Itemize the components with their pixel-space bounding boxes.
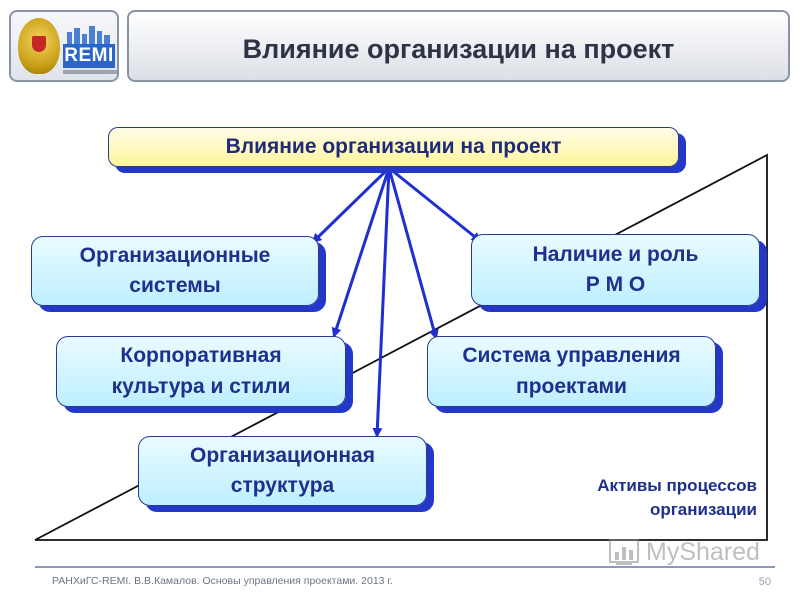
node-label-line: системы [129,274,221,297]
arrow-to-org-systems [311,166,391,244]
arrow-to-pm-system [387,167,439,340]
node-label-line: Организационные [79,243,271,267]
logo-subline [63,70,117,74]
chart-icon [609,539,639,565]
node-org-structure: Организационная структура [138,436,427,506]
city-skyline-icon [67,26,110,44]
influence-arrows [311,166,482,438]
title-bar: Влияние организации на проект [127,10,790,82]
node-label-line: Система управления [462,344,681,368]
root-node: Влияние организации на проект [108,127,679,167]
node-pm-system: Система управления проектами [427,336,716,407]
watermark-text: MyShared [646,538,760,566]
assets-label: Активы процессов организации [520,474,757,522]
root-node-label: Влияние организации на проект [225,135,562,158]
node-corporate-culture: Корпоративная культура и стили [56,336,346,407]
node-label-line: культура и стили [111,374,291,398]
eagle-emblem-icon [18,18,60,74]
logo-wordmark: REMI [63,44,115,68]
node-label-line: Организационная [190,443,375,467]
arrow-to-corporate-culture [331,167,391,338]
footer-text: РАНХиГС-REMI. В.В.Камалов. Основы управл… [52,575,393,587]
assets-label-line: Активы процессов [597,476,757,495]
assets-label-line: организации [649,499,757,519]
assets-triangle [34,153,768,541]
node-pmo: Наличие и роль Р М О [471,234,760,306]
node-org-systems: Организационные системы [31,236,319,306]
node-label-line: структура [230,474,335,497]
arrow-to-org-structure [372,167,391,438]
logo: REMI [9,10,119,82]
footer-divider [35,566,775,568]
page-number: 50 [758,576,771,588]
node-label-line: Р М О [585,273,646,296]
watermark: MyShared [606,536,766,568]
shield-icon [32,36,46,52]
node-label-line: проектами [516,374,627,398]
page-title: Влияние организации на проект [242,34,675,64]
node-label-line: Наличие и роль [532,242,699,266]
node-label-line: Корпоративная [120,344,282,368]
arrow-to-pmo [388,166,482,243]
